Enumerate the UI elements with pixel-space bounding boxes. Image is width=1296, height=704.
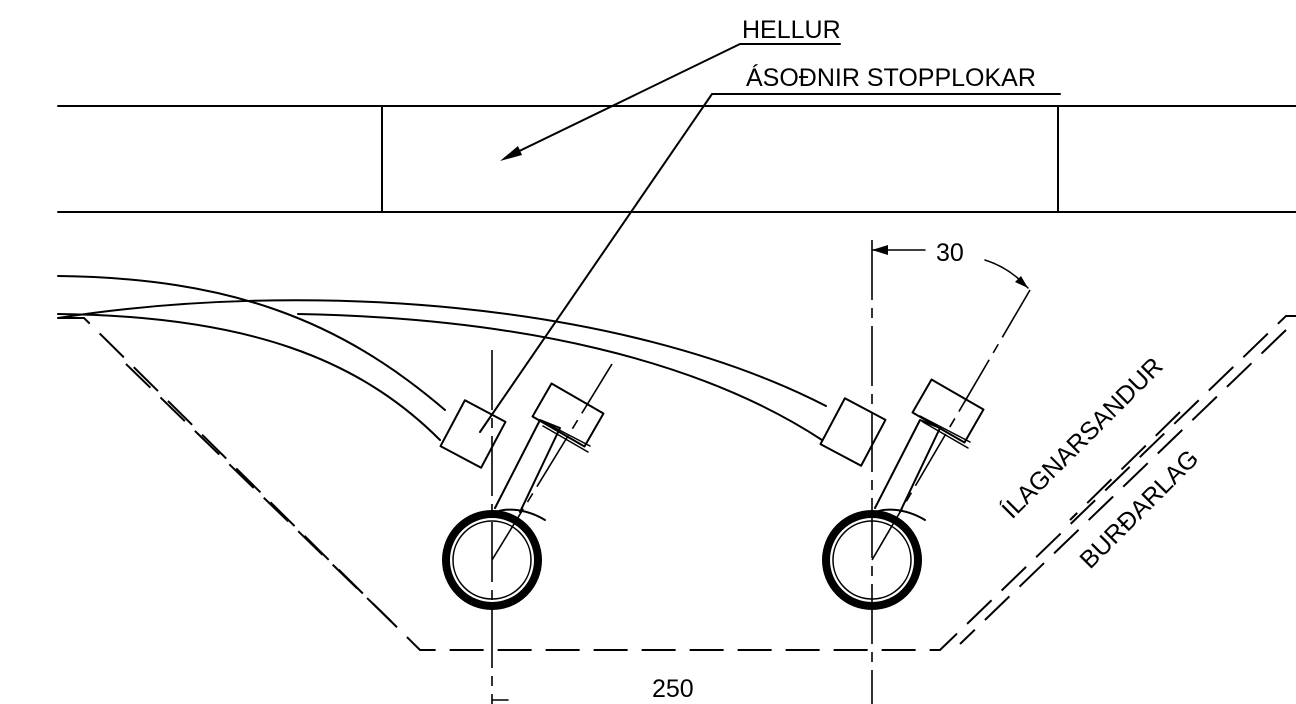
angle-dimension	[871, 245, 1029, 289]
dimension-spacing: 250	[652, 675, 694, 703]
label-stopplokar: ÁSOÐNIR STOPPLOKAR	[746, 63, 1036, 92]
right-main-pipe	[819, 378, 985, 610]
trench-outline	[58, 315, 1296, 651]
left-main-pipe	[439, 382, 605, 610]
label-burdarlag: BURÐARLAG	[1074, 444, 1204, 574]
paving-slabs	[57, 105, 1296, 213]
label-leaders	[479, 43, 1061, 433]
service-pipes	[57, 275, 827, 441]
label-hellur: HELLUR	[742, 16, 841, 44]
dimension-angle: 30	[936, 239, 964, 267]
centre-lines	[491, 240, 1031, 704]
